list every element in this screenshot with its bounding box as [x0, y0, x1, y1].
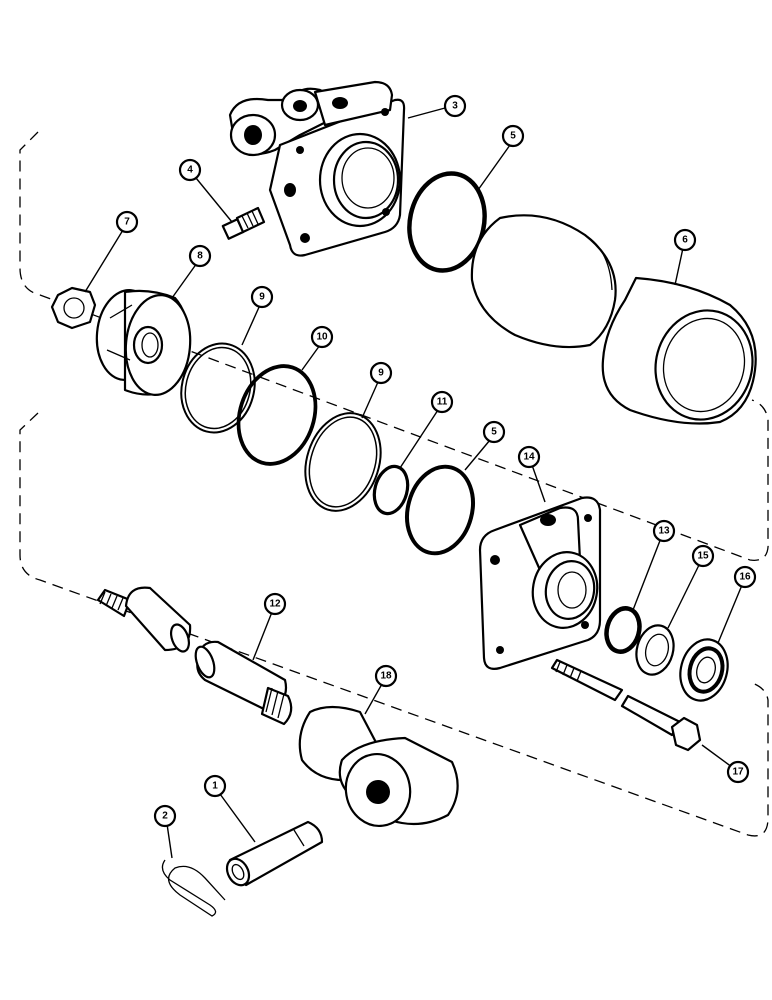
- clip: [161, 859, 226, 917]
- svg-text:12: 12: [269, 599, 281, 610]
- callout-9-b: 9: [369, 361, 393, 385]
- backup-washer: [635, 624, 675, 676]
- svg-text:2: 2: [162, 811, 168, 822]
- backup-ring-b-inner: [308, 416, 378, 508]
- svg-text:15: 15: [697, 551, 709, 562]
- svg-text:16: 16: [739, 572, 751, 583]
- callout-4: 4: [178, 158, 202, 182]
- bolt: [550, 658, 702, 752]
- callout-18: 18: [374, 664, 398, 688]
- svg-text:14: 14: [523, 452, 535, 463]
- backup-ring-a: [180, 342, 256, 434]
- callout-leaders: [84, 107, 743, 859]
- piston: [95, 288, 192, 396]
- svg-text:18: 18: [380, 671, 392, 682]
- svg-text:6: 6: [682, 235, 688, 246]
- cylinder-tube: [470, 214, 757, 425]
- callout-10: 10: [310, 325, 334, 349]
- pin: [225, 820, 324, 887]
- svg-text:4: 4: [187, 165, 193, 176]
- callout-14: 14: [517, 445, 541, 469]
- callout-11: 11: [430, 390, 454, 414]
- rod-o-ring: [604, 606, 642, 654]
- callout-3: 3: [443, 94, 467, 118]
- svg-text:13: 13: [658, 526, 670, 537]
- rod-guide: [478, 496, 602, 670]
- callout-6: 6: [673, 228, 697, 252]
- svg-text:11: 11: [437, 397, 448, 408]
- svg-text:17: 17: [732, 767, 744, 778]
- callout-15: 15: [691, 544, 715, 568]
- svg-text:9: 9: [259, 292, 265, 303]
- svg-text:7: 7: [124, 217, 130, 228]
- callout-8: 8: [188, 244, 212, 268]
- seal-ring: [236, 364, 318, 466]
- fitting: [221, 206, 266, 240]
- assembly-outlines: [19, 131, 769, 837]
- svg-text:1: 1: [212, 781, 218, 792]
- callout-1: 1: [203, 774, 227, 798]
- callout-7: 7: [115, 210, 139, 234]
- svg-text:10: 10: [316, 332, 328, 343]
- small-o-ring: [372, 464, 410, 516]
- svg-text:3: 3: [452, 101, 458, 112]
- backup-ring-b: [304, 412, 382, 512]
- rod-end: [298, 705, 459, 827]
- head-housing: [228, 80, 406, 257]
- svg-text:5: 5: [510, 131, 516, 142]
- nut: [50, 286, 97, 330]
- upper-dashed-outline: [19, 131, 769, 561]
- callout-12: 12: [263, 592, 287, 616]
- svg-text:5: 5: [491, 427, 497, 438]
- callout-5-upper: 5: [501, 124, 525, 148]
- svg-text:9: 9: [378, 368, 384, 379]
- callout-2: 2: [153, 804, 177, 828]
- o-ring-upper: [407, 171, 487, 273]
- rod: [96, 586, 293, 726]
- callout-5-lower: 5: [482, 420, 506, 444]
- callout-9-a: 9: [250, 285, 274, 309]
- callout-17: 17: [726, 760, 750, 784]
- rod-wiper: [679, 638, 729, 702]
- o-ring-lower: [405, 464, 475, 556]
- backup-ring-a-inner: [184, 346, 252, 430]
- callout-13: 13: [652, 519, 676, 543]
- callout-16: 16: [733, 565, 757, 589]
- svg-text:8: 8: [197, 251, 203, 262]
- callouts: 3 4 5 6 7 8 9 10 9 11 5 14 13 15 16 12 1…: [115, 94, 757, 828]
